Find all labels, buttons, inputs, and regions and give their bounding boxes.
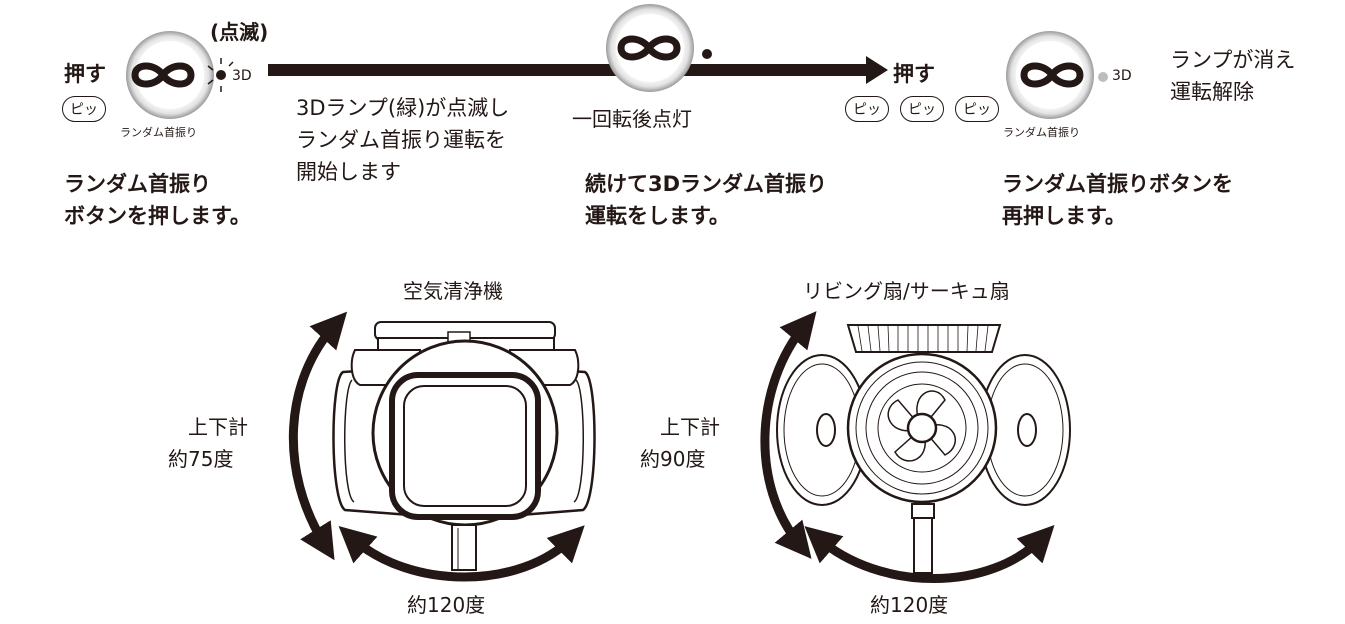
off-lamp-icon: [1098, 72, 1108, 82]
step3-lamp-note-1: ランプが消え: [1170, 48, 1296, 72]
step3-press-label: 押す: [893, 62, 935, 86]
step3-lamp-note-2: 運転解除: [1170, 80, 1254, 104]
step1-lamp-note-2: ランダム首振り運転を: [296, 128, 506, 152]
fan-horizontal-arrow: [804, 525, 1055, 583]
step3-description-1: ランダム首振りボタンを: [1002, 172, 1233, 196]
purifier-title: 空気清浄機: [403, 279, 503, 303]
step1-lamp-note-1: 3Dランプ(緑)が点滅し: [296, 96, 510, 120]
purifier-vertical-label-1: 上下計: [188, 415, 248, 439]
purifier-vertical-label-2: 約75度: [168, 447, 234, 471]
step3-beep-3: ピッ: [955, 96, 999, 122]
step2-lamp-note: 一回転後点灯: [572, 107, 692, 131]
step1-beep: ピッ: [62, 96, 106, 122]
air-purifier-illustration: [332, 321, 596, 571]
step2-description-1: 続けて3Dランダム首振り: [585, 172, 828, 196]
fan-vertical-label-2: 約90度: [640, 447, 706, 471]
step3-beep-1: ピッ: [845, 96, 889, 122]
purifier-horizontal-label: 約120度: [407, 593, 486, 617]
fan-vertical-label-1: 上下計: [660, 415, 720, 439]
fan-horizontal-label: 約120度: [870, 593, 949, 617]
step1-press-label: 押す: [64, 62, 106, 86]
fan-vertical-arrow: [760, 311, 817, 559]
step1-lamp-label: 3D: [232, 68, 252, 84]
random-swing-button-3: [1006, 31, 1094, 119]
step3-description-2: 再押します。: [1002, 204, 1126, 228]
step1-blink-label: (点滅): [210, 20, 269, 44]
step1-description-2: ボタンを押します。: [64, 204, 251, 228]
lit-lamp-icon: [702, 49, 712, 59]
step1-lamp-note-3: 開始します: [296, 160, 401, 184]
step1-button-caption: ランダム首振り: [120, 126, 197, 139]
step3-button-caption: ランダム首振り: [1003, 126, 1080, 139]
timeline-arrow: [268, 56, 888, 84]
random-swing-button-2: [606, 4, 694, 92]
step2-description-2: 運転をします。: [585, 204, 730, 228]
random-swing-button-1: [126, 31, 214, 119]
step1-description-1: ランダム首振り: [64, 172, 211, 196]
fan-illustration: [776, 324, 1071, 574]
purifier-horizontal-arrow: [338, 525, 585, 582]
purifier-vertical-arrow: [288, 311, 348, 561]
blinking-lamp-icon: [207, 58, 234, 92]
fan-title: リビング扇/サーキュ扇: [803, 279, 1010, 303]
step3-beep-2: ピッ: [900, 96, 944, 122]
step3-lamp-label: 3D: [1112, 68, 1132, 84]
